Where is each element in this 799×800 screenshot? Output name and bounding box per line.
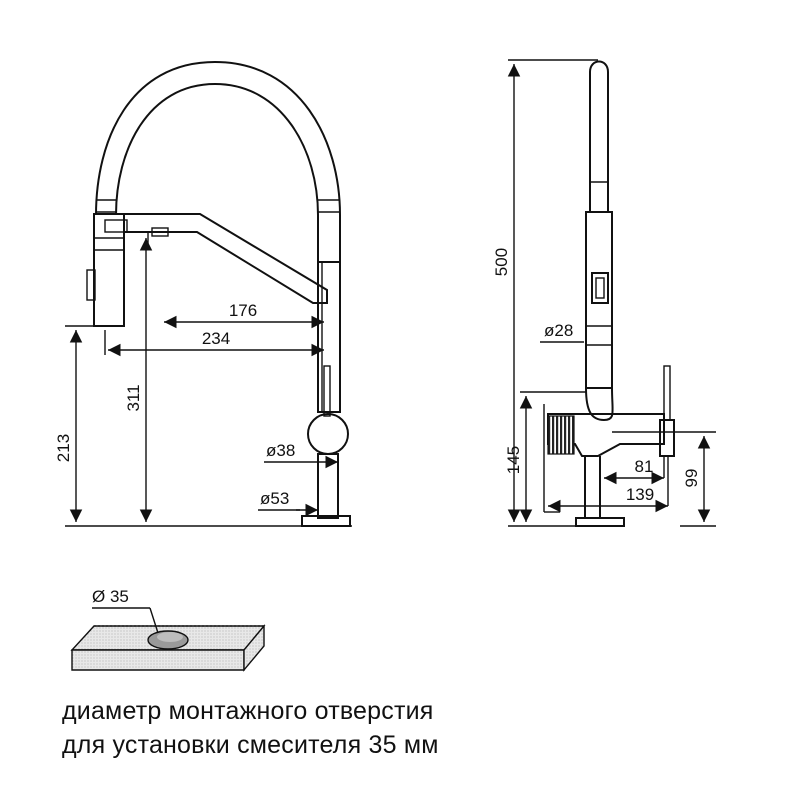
caption-line-1: диаметр монтажного отверстия [62,697,434,725]
side-base [575,517,625,527]
side-view: 500 ø28 145 99 81 139 [492,59,716,527]
dim-front-total-reach: 234 [202,329,230,348]
side-hose [589,60,609,212]
dim-front-spout-height: 311 [124,384,143,411]
dim-lever-total: 139 [626,485,654,504]
dim-front-outlet-height: 213 [54,434,73,462]
dim-lever-height: 99 [682,469,701,488]
hole-diameter-label: Ø 35 [92,587,129,606]
mounting-hole-diagram: Ø 35 [70,587,266,672]
dim-lever-offset: 81 [635,457,654,476]
side-thread [547,415,575,455]
caption-line-2: для установки смесителя 35 мм [62,731,439,759]
dim-side-lever-height: 145 [504,446,523,474]
side-button [591,272,609,304]
front-shower-head [93,213,125,327]
dim-front-spout-reach: 176 [229,301,257,320]
front-body-column [317,261,341,413]
dim-base-diameter: ø53 [260,489,289,508]
front-view: 213 311 176 234 ø38 ø53 [54,60,352,527]
front-hose-arc [95,60,341,262]
dim-body-diameter: ø38 [266,441,295,460]
front-spout-arm [123,213,328,304]
dim-handle-diameter: ø28 [544,321,573,340]
dim-total-height: 500 [492,248,511,276]
front-handle-ball [307,413,349,455]
